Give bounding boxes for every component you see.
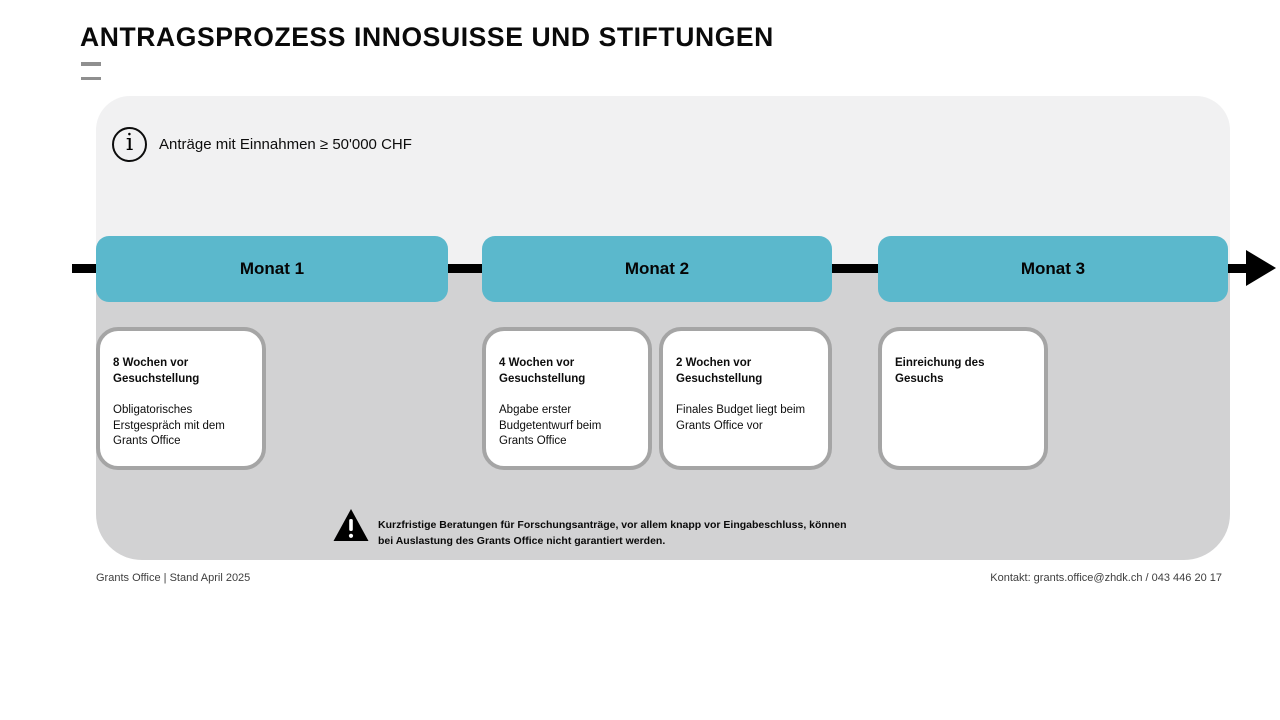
info-note-text: Anträge mit Einnahmen ≥ 50'000 CHF [159,136,412,153]
footer-left: Grants Office | Stand April 2025 [96,572,251,584]
step-card-1: 8 Wochen vor Gesuchstellung Obligatorisc… [96,327,266,470]
timeline-month-1: Monat 1 [96,236,448,302]
step-card-title: 8 Wochen vor Gesuchstellung [113,357,200,385]
step-card-body: Abgabe erster Budgetentwurf beim Grants … [499,403,602,448]
timeline-month-2: Monat 2 [482,236,832,302]
step-card-3: 2 Wochen vor Gesuchstellung Finales Budg… [659,327,832,470]
info-icon-glyph: i [125,130,134,156]
title-dashes [81,62,101,91]
info-icon: i [112,127,147,162]
step-card-title: Einreichung des Gesuchs [895,357,985,385]
dash-mark [81,62,101,66]
process-panel [96,96,1230,560]
step-card-body: Finales Budget liegt beim Grants Office … [676,403,806,432]
warning-icon [333,509,369,541]
step-card-title: 4 Wochen vor Gesuchstellung [499,357,586,385]
step-card-title: 2 Wochen vor Gesuchstellung [676,357,763,385]
timeline-arrow-head [1246,250,1276,286]
footer-right: Kontakt: grants.office@zhdk.ch / 043 446… [990,572,1222,584]
warning-note-text: Kurzfristige Beratungen für Forschungsan… [378,519,847,547]
info-note: i Anträge mit Einnahmen ≥ 50'000 CHF [112,127,412,162]
step-card-body: Obligatorisches Erstgespräch mit dem Gra… [113,403,225,448]
timeline-month-3: Monat 3 [878,236,1228,302]
step-card-4: Einreichung des Gesuchs [878,327,1048,470]
month-label: Monat 1 [239,259,305,278]
month-label: Monat 2 [624,259,690,278]
page-title: ANTRAGSPROZESS INNOSUISSE UND STIFTUNGEN [80,22,774,52]
step-card-2: 4 Wochen vor Gesuchstellung Abgabe erste… [482,327,652,470]
dash-mark [81,76,101,80]
month-label: Monat 3 [1020,259,1086,278]
